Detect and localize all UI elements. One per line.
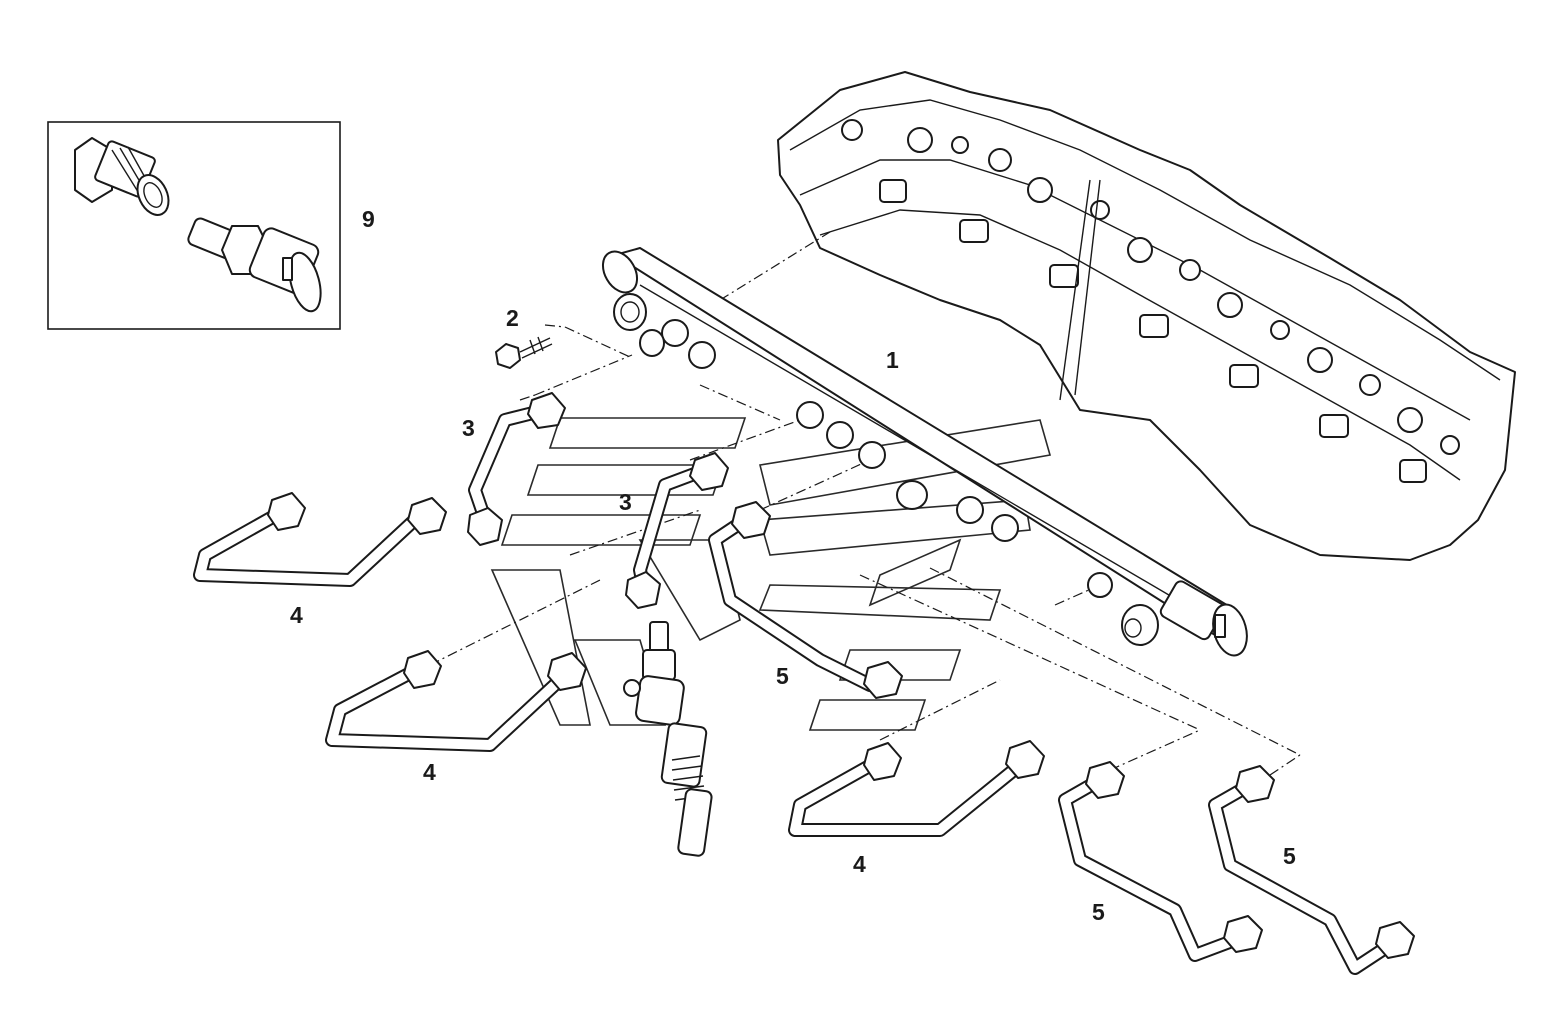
callout-4c: 4	[853, 851, 866, 877]
pipe-3a	[467, 392, 566, 546]
pipe-3b	[625, 452, 729, 609]
pipe-4a	[193, 492, 447, 587]
callout-1: 1	[886, 347, 899, 373]
callout-3b: 3	[619, 489, 632, 515]
banjo-screw-icon	[495, 336, 553, 369]
injector-icon	[623, 621, 713, 857]
callout-labels: 9 1 2 3 3 4 4 4 5 5 5	[290, 206, 1296, 925]
callout-9: 9	[362, 206, 375, 232]
pipe-4b	[325, 650, 587, 752]
callout-5b: 5	[1092, 899, 1105, 925]
pipe-5c	[1208, 765, 1415, 975]
inset-box-sensor	[47, 121, 341, 330]
pipe-5b	[1058, 761, 1263, 962]
callout-2: 2	[506, 305, 519, 331]
callout-4b: 4	[423, 759, 436, 785]
callout-5a: 5	[776, 663, 789, 689]
callout-5c: 5	[1283, 843, 1296, 869]
pipe-4c	[788, 740, 1045, 837]
pressure-sensor-icon	[187, 217, 322, 313]
fuel-rail-icon	[601, 247, 1248, 657]
callout-3a: 3	[462, 415, 475, 441]
pressure-fitting-icon	[74, 137, 170, 216]
cylinder-head-icon	[777, 71, 1516, 561]
callout-4a: 4	[290, 602, 303, 628]
pipe-5a	[708, 501, 903, 699]
